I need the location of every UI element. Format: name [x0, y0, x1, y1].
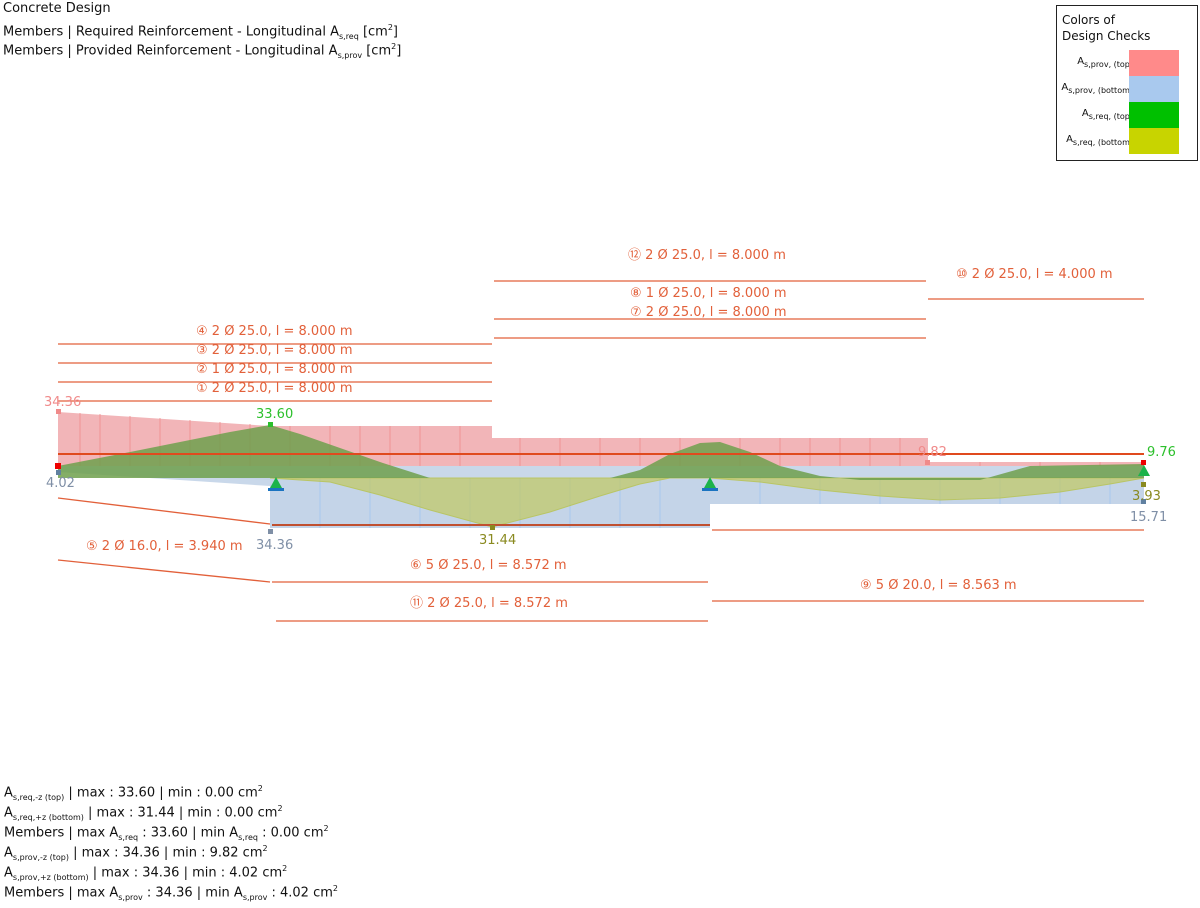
marker-req-top-max	[268, 422, 273, 427]
value-req-top-right: 9.76	[1147, 445, 1176, 460]
bar-label-8[interactable]: ⑧ 1 Ø 25.0, l = 8.000 m	[630, 286, 787, 301]
bar-label-12[interactable]: ⑫ 2 Ø 25.0, l = 8.000 m	[628, 248, 786, 263]
legend-swatch-req-bottom	[1129, 128, 1179, 154]
legend-item-prov-top: As,prov, (top)	[1057, 50, 1197, 76]
bar-label-11[interactable]: ⑪ 2 Ø 25.0, l = 8.572 m	[410, 596, 568, 611]
legend-swatch-req-top	[1129, 102, 1179, 128]
value-prov-top-right: 9.82	[918, 445, 947, 460]
legend-swatch-prov-top	[1129, 50, 1179, 76]
legend-title: Colors of Design Checks	[1062, 13, 1151, 43]
subtitle-provided: Members | Provided Reinforcement - Longi…	[3, 42, 402, 60]
bar-label-7[interactable]: ⑦ 2 Ø 25.0, l = 8.000 m	[630, 305, 787, 320]
color-legend: Colors of Design Checks As,prov, (top) A…	[1056, 5, 1198, 161]
legend-swatch-prov-bottom	[1129, 76, 1179, 102]
legend-item-req-top: As,req, (top)	[1057, 102, 1197, 128]
bar-label-4[interactable]: ④ 2 Ø 25.0, l = 8.000 m	[196, 324, 353, 339]
support-middle-2	[702, 477, 718, 491]
summary-members-req: Members | max As,req : 33.60 | min As,re…	[4, 824, 329, 842]
bar-lines	[57, 280, 1144, 622]
bar-label-3[interactable]: ③ 2 Ø 25.0, l = 8.000 m	[196, 343, 353, 358]
support-left	[55, 463, 61, 475]
value-prov-bottom-mid: 34.36	[256, 538, 293, 553]
legend-item-prov-bottom: As,prov, (bottom)	[1057, 76, 1197, 102]
value-prov-bottom-right: 15.71	[1130, 510, 1167, 525]
marker-req-bottom-max	[490, 525, 495, 530]
support-middle-1	[268, 477, 284, 491]
summary-prov-bottom: As,prov,+z (bottom) | max : 34.36 | min …	[4, 864, 288, 882]
bar-label-2[interactable]: ② 1 Ø 25.0, l = 8.000 m	[196, 362, 353, 377]
summary-members-prov: Members | max As,prov : 34.36 | min As,p…	[4, 884, 338, 902]
bar-label-1[interactable]: ① 2 Ø 25.0, l = 8.000 m	[196, 381, 353, 396]
value-req-bottom-right: 3.93	[1132, 489, 1161, 504]
marker-prov-top-right	[925, 460, 930, 465]
summary-req-bottom: As,req,+z (bottom) | max : 31.44 | min :…	[4, 804, 283, 822]
marker-prov-bottom-mid	[268, 529, 273, 534]
support-right	[1138, 460, 1150, 504]
marker-prov-top-left	[56, 409, 61, 414]
value-req-bottom-max: 31.44	[479, 533, 516, 548]
bar-label-6[interactable]: ⑥ 5 Ø 25.0, l = 8.572 m	[410, 558, 567, 573]
bar-label-10[interactable]: ⑩ 2 Ø 25.0, l = 4.000 m	[956, 267, 1113, 282]
bar-label-9[interactable]: ⑨ 5 Ø 20.0, l = 8.563 m	[860, 578, 1017, 593]
required-top-area	[58, 425, 1144, 480]
subtitle-required: Members | Required Reinforcement - Longi…	[3, 23, 398, 41]
summary-req-top: As,req,-z (top) | max : 33.60 | min : 0.…	[4, 784, 263, 802]
summary-prov-top: As,prov,-z (top) | max : 34.36 | min : 9…	[4, 844, 268, 862]
legend-item-req-bottom: As,req, (bottom)	[1057, 128, 1197, 154]
value-req-top-max: 33.60	[256, 407, 293, 422]
diagram-title: Concrete Design	[3, 1, 111, 16]
value-prov-bottom-left: 4.02	[46, 476, 75, 491]
value-prov-top-left: 34.36	[44, 395, 81, 410]
bar-label-5[interactable]: ⑤ 2 Ø 16.0, l = 3.940 m	[86, 539, 243, 554]
